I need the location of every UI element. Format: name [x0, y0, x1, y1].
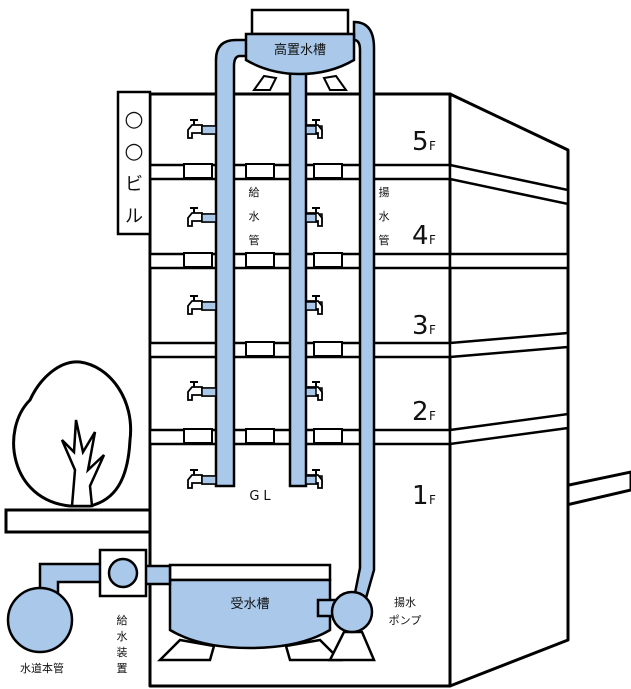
receiving-tank: 受水槽 — [156, 563, 344, 662]
floor-5-suffix: F — [429, 139, 436, 153]
supply-pipe-label: 給 水 管 — [249, 185, 260, 247]
faucet-branch-left-5 — [201, 475, 217, 485]
slab-openings — [183, 163, 343, 444]
faucet-branch-left-1 — [201, 125, 217, 135]
faucet-branch-right-4 — [305, 387, 317, 397]
floor-3-number: 3 — [412, 311, 429, 341]
pump: 揚水 ポンプ — [316, 590, 422, 662]
faucet-branch-right-5 — [305, 475, 317, 485]
floor-2-suffix: F — [429, 409, 436, 423]
floor-2-number: 2 — [412, 397, 429, 427]
floor-1-number: 1 — [412, 481, 429, 511]
pump-pipe-label-2: 水 — [379, 210, 390, 223]
receiving-tank-label: 受水槽 — [230, 597, 269, 612]
sign-char-3: ビ — [125, 174, 143, 195]
pump-pipe-label: 揚 水 管 — [379, 186, 390, 247]
sign-char-1: ○ — [124, 107, 143, 132]
floor-4-number: 4 — [412, 221, 429, 251]
supply-device: 給 水 装 置 — [38, 548, 172, 675]
water-main: 水道本管 — [6, 586, 74, 675]
water-main-label: 水道本管 — [20, 661, 64, 675]
floor-4-suffix: F — [429, 233, 436, 247]
supply-device-label-1: 給 — [117, 613, 128, 627]
supply-device-label-4: 置 — [117, 662, 128, 675]
sign-char-2: ○ — [124, 139, 143, 164]
faucets — [187, 119, 323, 489]
supply-pipe-label-2: 水 — [249, 210, 260, 223]
supply-pipe-label-1: 給 — [249, 185, 260, 199]
building-sign: ○ ○ ビ ル — [116, 90, 152, 236]
pump-label-1: 揚水 — [394, 596, 416, 609]
faucet-branch-left-3 — [201, 301, 217, 311]
pump-pipe-label-3: 管 — [379, 233, 390, 247]
supply-pipe-label-3: 管 — [249, 233, 260, 247]
elevated-tank-label: 高置水槽 — [274, 42, 326, 58]
floor-5-number: 5 — [412, 127, 429, 157]
floor-3-suffix: F — [429, 323, 436, 337]
supply-device-label-2: 水 — [117, 630, 128, 643]
faucet-branch-right-2 — [305, 213, 317, 223]
sign-char-4: ル — [125, 206, 143, 227]
supply-pipe-center — [288, 64, 308, 488]
floor-1-suffix: F — [429, 493, 436, 507]
pump-pipe-label-1: 揚 — [379, 186, 390, 199]
faucet-branch-left-4 — [201, 387, 217, 397]
ground-level-label: GL — [249, 489, 274, 504]
supply-device-label-3: 装 — [117, 646, 128, 659]
tree — [12, 360, 133, 508]
pump-label-2: ポンプ — [389, 614, 422, 627]
faucet-branch-right-3 — [305, 301, 317, 311]
faucet-branch-left-2 — [201, 213, 217, 223]
elevated-tank: 高置水槽 — [244, 8, 356, 91]
faucet-branch-right-1 — [305, 125, 317, 135]
